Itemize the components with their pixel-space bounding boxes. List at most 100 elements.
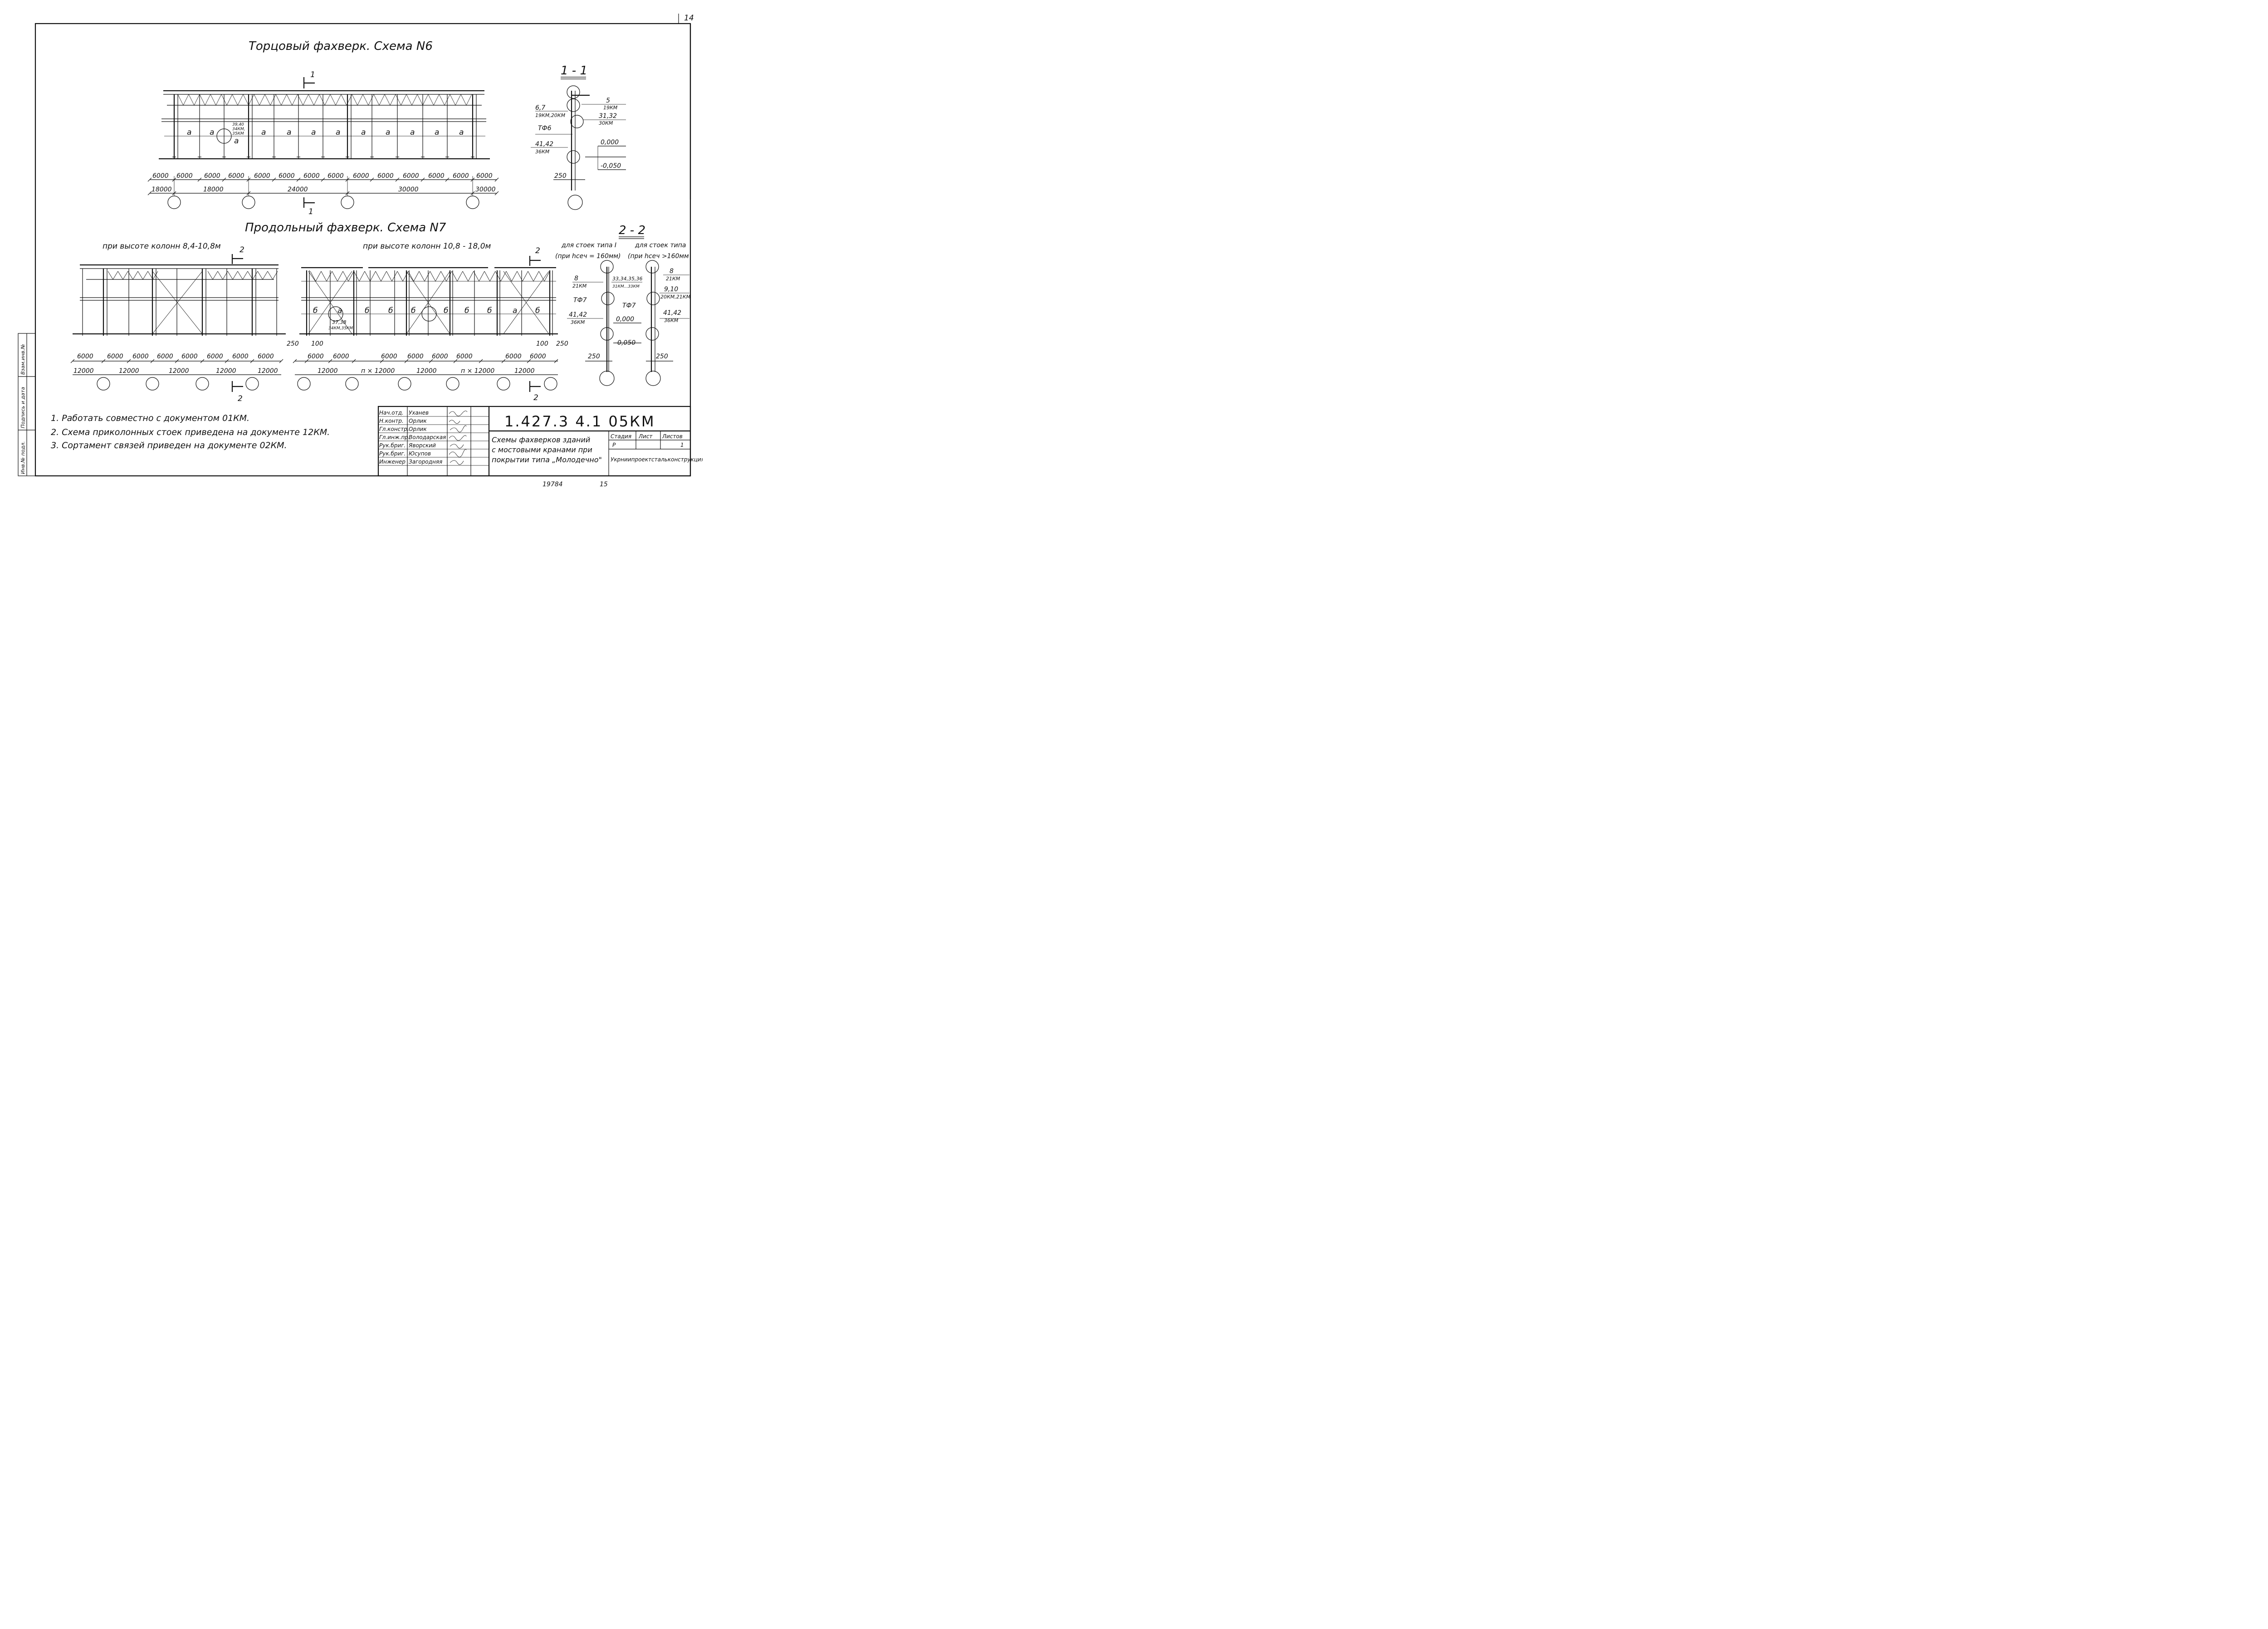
- s7-panel-a: а: [513, 306, 517, 315]
- s7-dim: 12000: [216, 367, 236, 375]
- s7-dim: 12000: [318, 367, 338, 375]
- archive-number: 19784: [543, 481, 563, 488]
- s7-dim: 12000: [416, 367, 437, 375]
- s11-label: 5: [606, 97, 610, 104]
- s6-dim-top: 6000: [152, 172, 169, 180]
- s7-dim: п × 12000: [461, 367, 494, 375]
- s7-dim: 6000: [505, 353, 522, 360]
- s6-section-mark-top: 1: [310, 70, 315, 79]
- s22-label: 20КМ,21КМ: [660, 294, 691, 300]
- name: Яворский: [408, 442, 436, 449]
- stage-header: Листов: [662, 433, 683, 440]
- s11-label: 19КМ: [603, 105, 618, 111]
- s22-caption: (при hсеч = 160мм): [555, 253, 621, 260]
- s7-dim: 6000: [407, 353, 424, 360]
- side-stamp-inv: Инв.№ подл.: [20, 441, 26, 474]
- s7-panel-b: б: [411, 306, 415, 315]
- s22-label: 31КМ...33КМ: [612, 284, 640, 289]
- s7-section-mark: 2: [238, 394, 243, 403]
- s11-level-bottom: -0,050: [601, 162, 621, 170]
- s22-label: 8: [670, 268, 674, 275]
- s7-panel-b: б: [313, 306, 318, 315]
- s7-panel-a: а: [337, 306, 342, 315]
- note-1: 1. Работать совместно с документом 01КМ.: [51, 413, 249, 423]
- s6-dim-top: 6000: [176, 172, 193, 180]
- stage-value: Р: [612, 442, 616, 448]
- s6-panel-label: а: [435, 128, 439, 137]
- s7-dim: 6000: [258, 353, 274, 360]
- name: Орлик: [409, 418, 427, 424]
- name: Загородняя: [409, 459, 442, 465]
- s6-dim-top: 6000: [476, 172, 493, 180]
- section22-title: 2 - 2: [619, 224, 645, 237]
- s7-dim: 6000: [107, 353, 123, 360]
- s6-node-label-2: 34КМ,: [232, 127, 245, 132]
- s6-dim-bottom: 18000: [152, 186, 172, 193]
- drawing-sheet: 14 Инв.№ подл. Подпись и дата Взам.инв.№…: [18, 14, 703, 488]
- s7-dim: п × 12000: [361, 367, 395, 375]
- signature-scribbles: [449, 411, 468, 465]
- s7-dim: 6000: [308, 353, 324, 360]
- s6-panel-label: а: [234, 137, 239, 146]
- s6-dim-top: 6000: [353, 172, 369, 180]
- s7-dim: 6000: [157, 353, 173, 360]
- s6-dim-bottom: 24000: [288, 186, 308, 193]
- s7-panel-b: б: [487, 306, 492, 315]
- s22-label: 36КМ: [664, 318, 679, 323]
- s6-dimensions: 6000 6000 6000 6000 6000 6000 6000 6000 …: [152, 172, 496, 193]
- s6-panel-label: а: [287, 128, 291, 137]
- role: Н.контр.: [379, 418, 404, 424]
- s22-label: 33,34,35,36: [612, 276, 642, 282]
- name: Орлик: [409, 426, 427, 432]
- s6-dim-bottom: 30000: [398, 186, 419, 193]
- s6-node-label-1: 39,40: [232, 122, 244, 127]
- s6-dim-bottom: 30000: [475, 186, 496, 193]
- s6-node-label-3: 35КМ: [232, 132, 244, 136]
- role: Рук.бриг.: [379, 442, 406, 449]
- side-stamp-sign: Подпись и дата: [20, 387, 26, 428]
- s22-label: ТФ7: [622, 302, 636, 309]
- note-2: 2. Схема приколонных стоек приведена на …: [51, 427, 330, 437]
- s11-level-top: 0,000: [601, 139, 619, 146]
- s6-dim-top: 6000: [327, 172, 344, 180]
- description-line: с мостовыми кранами при: [492, 445, 592, 454]
- side-stamp: Инв.№ подл. Подпись и дата Взам.инв.№: [18, 333, 36, 476]
- s22-label: 8: [574, 275, 578, 282]
- s6-dim-bottom: 18000: [203, 186, 224, 193]
- section-2-2: 2 - 2 для стоек типа I (при hсеч = 160мм…: [555, 224, 691, 386]
- scheme6-title: Торцовый фахверк. Схема N6: [249, 39, 433, 53]
- role: Гл.инж.пр.: [379, 434, 410, 440]
- s7-panel-b: б: [464, 306, 469, 315]
- page-number: 14: [684, 14, 694, 23]
- s6-dim-top: 6000: [228, 172, 244, 180]
- s22-label: 9,10: [664, 286, 678, 293]
- s7-panel-b: б: [444, 306, 448, 315]
- s7-dim: 6000: [232, 353, 249, 360]
- s6-dim-top: 6000: [254, 172, 270, 180]
- sheet-frame: 14: [34, 14, 694, 477]
- s7-dim: 6000: [333, 353, 349, 360]
- s22-dim: 250: [656, 353, 668, 360]
- s22-caption: (при hсеч >160мм: [628, 253, 689, 260]
- section-1-1: 1 - 1 6,7 19КМ,20КМ 5 19КМ 31,32 30КМ ТФ…: [531, 64, 626, 210]
- s6-dim-top: 6000: [204, 172, 220, 180]
- role: Гл.констр.: [379, 426, 409, 432]
- s6-panel-label: а: [410, 128, 415, 137]
- role: Инженер: [379, 459, 406, 465]
- s7-dim: 6000: [77, 353, 93, 360]
- s7-dim: 6000: [132, 353, 149, 360]
- name: Володарская: [409, 434, 446, 440]
- s6-panel-label: а: [386, 128, 390, 137]
- sheet-format-number: 15: [600, 481, 608, 488]
- s7-panel-b: б: [535, 306, 540, 315]
- s7-dim: 12000: [258, 367, 278, 375]
- s11-label: 30КМ: [599, 120, 613, 126]
- s22-dim: 250: [588, 353, 600, 360]
- s7-dim: 6000: [456, 353, 473, 360]
- s7-dim: 100: [536, 340, 548, 347]
- s7-dim: 12000: [169, 367, 189, 375]
- s22-level-top: 0,000: [616, 316, 634, 323]
- s11-label: 31,32: [599, 113, 617, 120]
